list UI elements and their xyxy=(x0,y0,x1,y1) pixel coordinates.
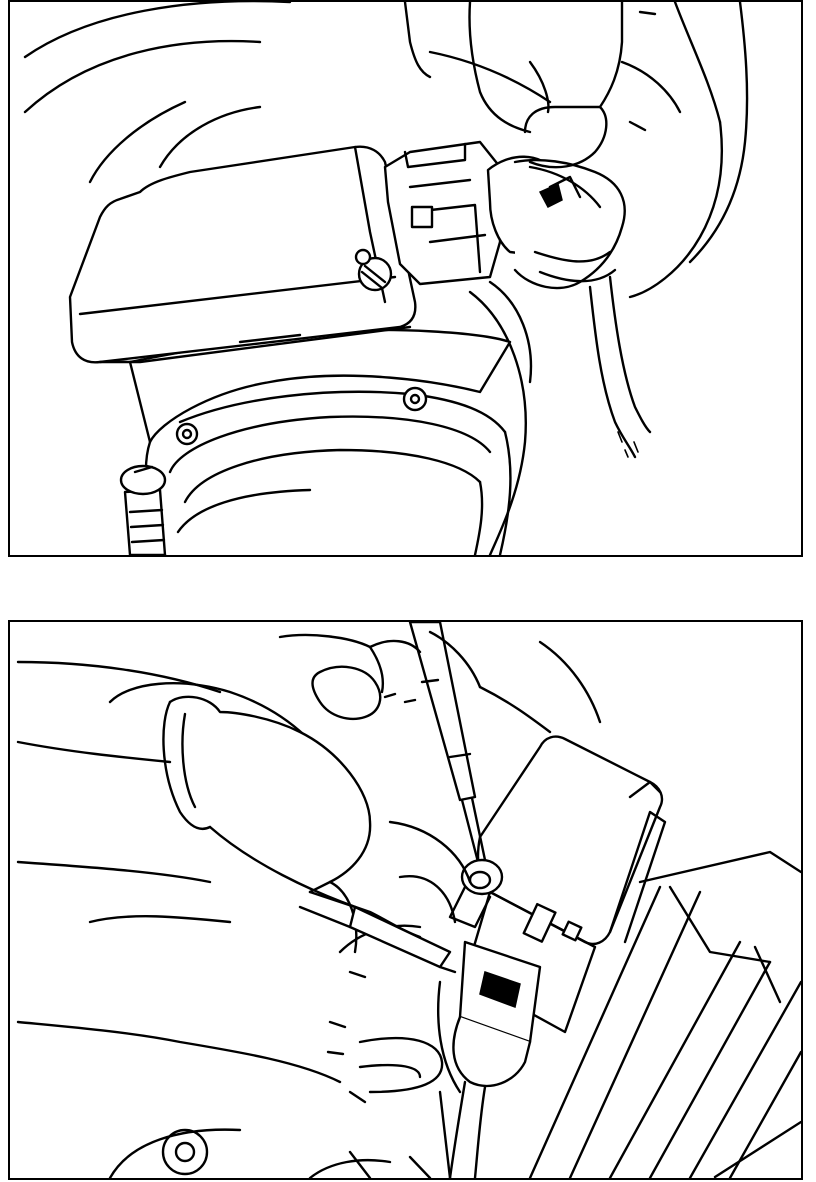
sensor-housing xyxy=(68,145,417,364)
figure-bottom-panel xyxy=(8,620,803,1180)
illustration-screw-removal xyxy=(16,622,801,1178)
screwdriver xyxy=(408,622,487,864)
rubber-boot xyxy=(486,155,626,290)
electrical-connector xyxy=(383,140,502,286)
pliers-tool xyxy=(298,890,457,974)
electrical-connector xyxy=(437,940,542,1094)
hand-illustration xyxy=(403,2,749,299)
illustration-connector-removal xyxy=(23,2,749,555)
wiring-harness xyxy=(588,275,652,459)
vacuum-pipe xyxy=(119,464,167,555)
ribbed-air-duct xyxy=(528,850,801,1178)
right-hand-illustration xyxy=(278,630,602,734)
break-marks xyxy=(617,431,639,458)
throttle-ring xyxy=(128,328,512,555)
wiring-harness xyxy=(438,1080,487,1178)
figure-top-panel xyxy=(8,0,803,557)
vacuum-hose xyxy=(358,1036,444,1094)
left-hand-illustration xyxy=(16,660,422,1084)
large-ring-housing xyxy=(23,2,552,555)
sensor-housing xyxy=(463,735,667,1034)
